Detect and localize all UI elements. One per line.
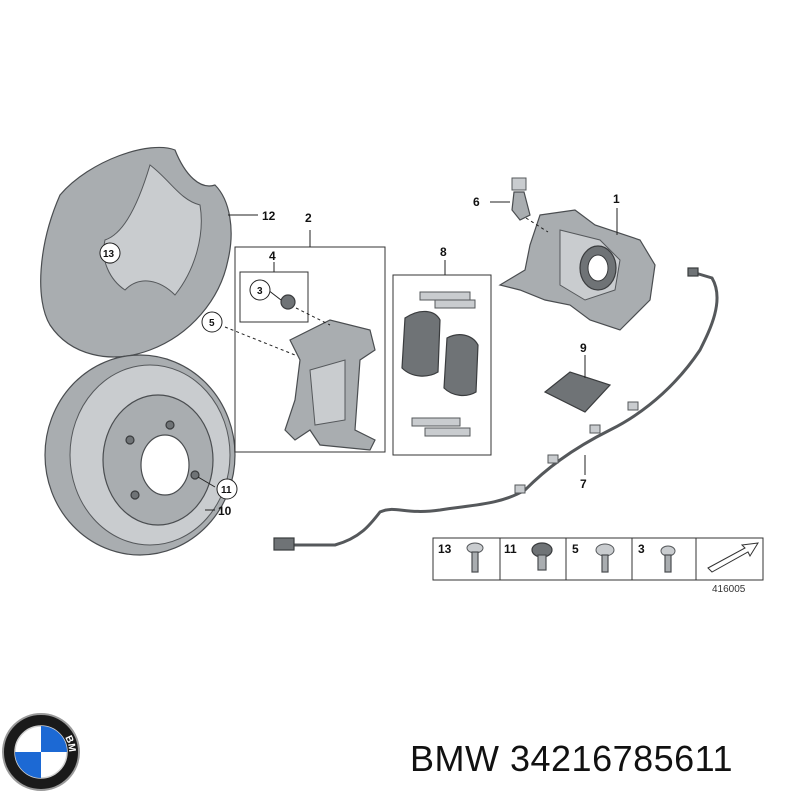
part-number-caption: BMW 34216785611 [410,738,734,779]
callout-7: 7 [580,477,587,491]
callout-5-bolt: 5 [201,311,223,333]
svg-text:4: 4 [269,249,276,263]
callout-13-shield: 13 [99,242,121,264]
callout-9: 9 [580,341,587,355]
svg-text:13: 13 [103,249,115,260]
svg-text:416005: 416005 [712,584,746,595]
svg-text:11: 11 [221,485,232,496]
svg-text:10: 10 [218,504,232,518]
svg-text:8: 8 [440,245,447,259]
callout-10: 10 [218,504,232,518]
svg-text:6: 6 [473,195,480,209]
fastener-table: 13 11 5 3 [432,537,764,581]
diagram-reference: 416005 [712,584,746,595]
callout-8: 8 [440,245,447,259]
fastener-13: 13 [438,542,484,573]
callout-11-disc: 11 [216,478,238,500]
callout-3-bush: 3 [249,279,271,301]
part-brake-caliper [498,208,656,331]
callout-2: 2 [305,211,312,225]
svg-text:7: 7 [580,477,587,491]
fastener-3: 3 [638,542,676,573]
fastener-5: 5 [572,542,615,573]
callout-6: 6 [473,195,480,209]
svg-text:5: 5 [572,542,579,556]
group-2-carrier [224,230,386,453]
part-shim [543,355,612,413]
arrow-icon [707,542,759,573]
part-bleed-valve [490,177,549,233]
svg-text:3: 3 [638,542,645,556]
callout-4: 4 [269,249,276,263]
callout-12: 12 [262,209,276,223]
svg-text:1: 1 [613,192,620,206]
fastener-11: 11 [504,542,553,571]
svg-text:5: 5 [209,318,215,329]
part-dust-shield [40,146,258,358]
svg-text:11: 11 [504,542,517,556]
callout-1: 1 [613,192,620,206]
svg-text:BMW: BMW [0,0,77,753]
part-wear-sensor [273,267,719,551]
svg-text:3: 3 [257,286,263,297]
svg-text:2: 2 [305,211,312,225]
svg-text:9: 9 [580,341,587,355]
group-8-brake-pads [392,260,492,456]
svg-text:13: 13 [438,542,452,556]
part-brake-disc [44,354,236,556]
svg-text:12: 12 [262,209,276,223]
